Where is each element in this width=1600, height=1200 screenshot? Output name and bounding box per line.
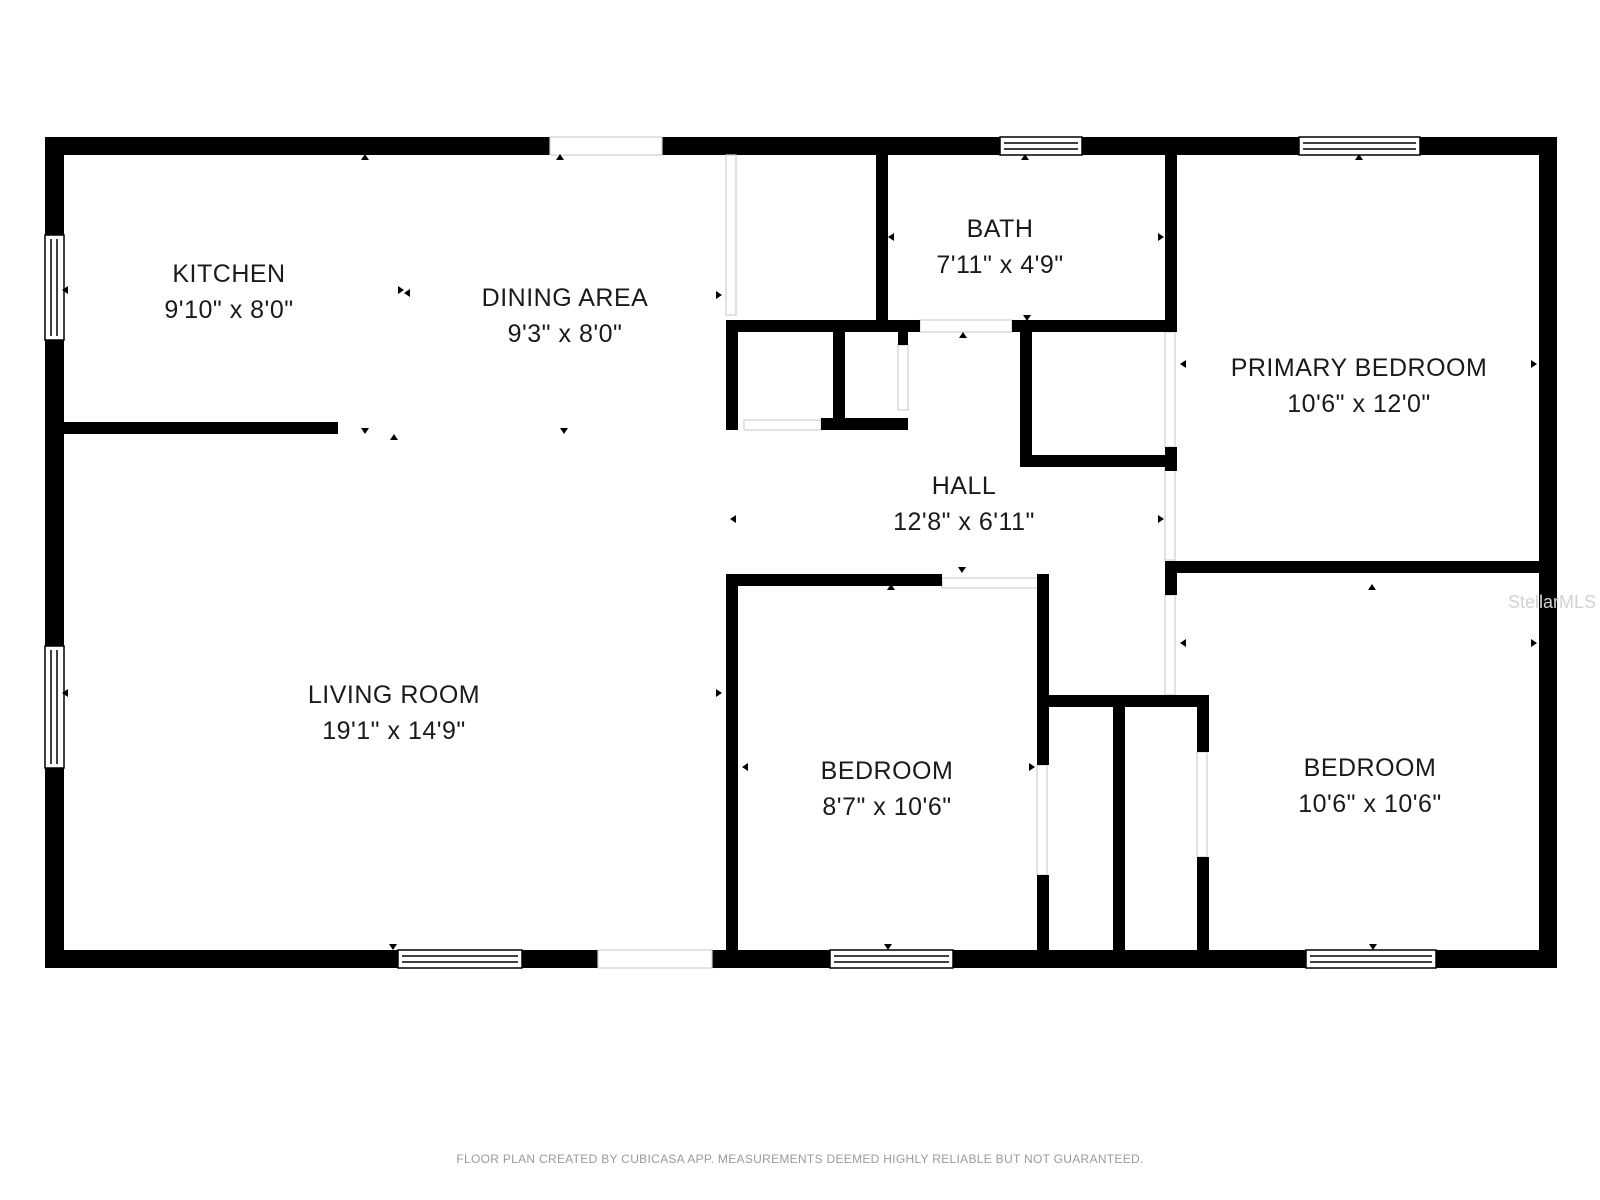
dining-area-dimensions: 9'3" x 8'0" (508, 320, 623, 348)
bedroom-a-dimensions: 8'7" x 10'6" (822, 793, 951, 821)
bedroom-b-dimensions: 10'6" x 10'6" (1298, 790, 1442, 818)
kitchen-label: KITCHEN (172, 260, 285, 288)
watermark: StellarMLS (1508, 592, 1596, 612)
living-room-label: LIVING ROOM (308, 681, 480, 709)
bedroom-b-label: BEDROOM (1304, 754, 1437, 782)
hall-dimensions: 12'8" x 6'11" (893, 508, 1035, 536)
window-left-kitchen (44, 234, 65, 341)
measurement-markers (62, 154, 1537, 950)
hall-label: HALL (932, 472, 997, 500)
interior-walls (64, 155, 1539, 950)
footer-disclaimer: FLOOR PLAN CREATED BY CUBICASA APP. MEAS… (456, 1152, 1144, 1166)
window-left-living (44, 645, 65, 769)
exterior-walls (45, 137, 1557, 968)
window-bottom-living (397, 949, 523, 969)
bedroom-a-label: BEDROOM (821, 757, 954, 785)
window-bottom-bedroom-a (829, 949, 954, 969)
window-top-bath (999, 136, 1083, 156)
living-room-dimensions: 19'1" x 14'9" (322, 717, 466, 745)
dining-area-label: DINING AREA (482, 284, 649, 312)
room-labels: KITCHEN 9'10" x 8'0" DINING AREA 9'3" x … (164, 215, 1488, 821)
window-top-primary (1298, 136, 1421, 156)
primary-bedroom-dimensions: 10'6" x 12'0" (1287, 390, 1431, 418)
bath-label: BATH (967, 215, 1034, 243)
bath-dimensions: 7'11" x 4'9" (936, 251, 1063, 279)
primary-bedroom-label: PRIMARY BEDROOM (1231, 354, 1488, 382)
window-bottom-bedroom-b (1305, 949, 1437, 969)
windows (44, 136, 1437, 969)
kitchen-dimensions: 9'10" x 8'0" (164, 296, 293, 324)
